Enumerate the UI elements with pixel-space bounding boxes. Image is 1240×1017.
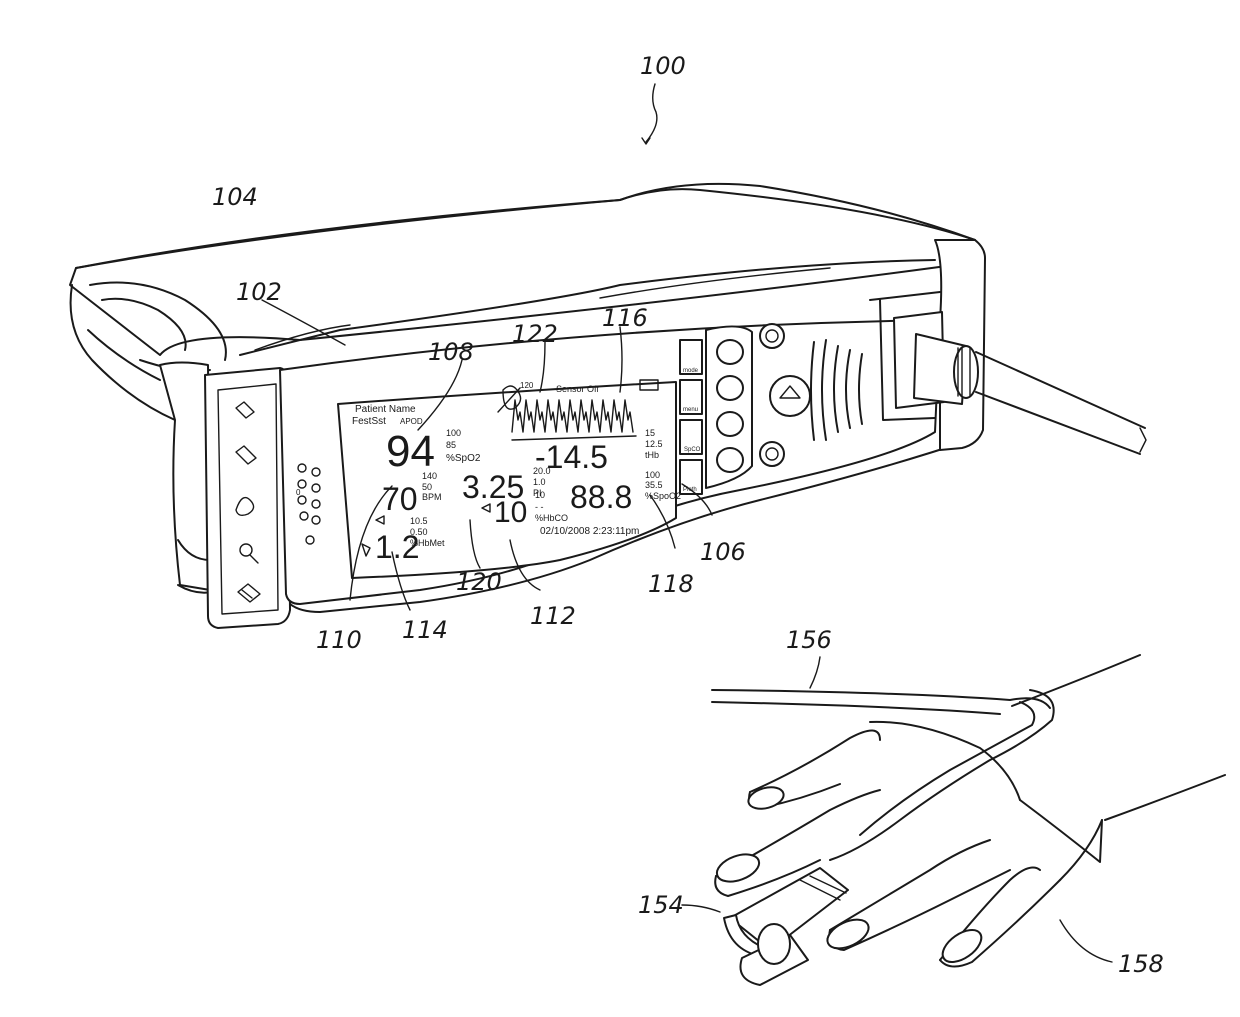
patient-name: FestSst: [352, 416, 386, 427]
pr-high: 140: [422, 471, 437, 481]
hb-low: 12.5: [645, 439, 663, 449]
ref-158: 158: [1118, 950, 1164, 978]
date-time: 02/10/2008 2:23:11pm: [540, 526, 639, 537]
soft-key-spco-label: SpCO: [684, 447, 701, 453]
spo2-unit: %SpO2: [446, 453, 481, 464]
home-button[interactable]: [760, 324, 784, 348]
pi-low: 1.0: [533, 477, 546, 487]
pr-value: 70: [382, 481, 418, 517]
ref-114: 114: [402, 616, 448, 644]
ref-156: 156: [786, 626, 832, 654]
hbmet-unit: %HbMet: [410, 538, 445, 548]
ref-110: 110: [316, 626, 362, 654]
sensor-status: Sensor Off: [556, 384, 599, 394]
pleth-scale: 120: [520, 381, 534, 390]
low-left-digit: 0: [296, 488, 301, 497]
hbco-low: - -: [535, 502, 544, 512]
power-button[interactable]: [760, 442, 784, 466]
alarm-silence-button[interactable]: [770, 376, 810, 416]
spoc-value: 88.8: [570, 479, 632, 515]
ref-104: 104: [212, 183, 258, 211]
spoc-low: 35.5: [645, 480, 663, 490]
spoc-high: 100: [645, 470, 660, 480]
hb-high: 15: [645, 428, 655, 438]
control-button[interactable]: [717, 412, 743, 436]
hbmet-high: 10.5: [410, 516, 428, 526]
hbco-unit: %HbCO: [535, 513, 568, 523]
spo2-value: 94: [386, 427, 435, 476]
soft-key-mode-label: mode: [683, 368, 699, 374]
control-button[interactable]: [717, 448, 743, 472]
hbmet-low: 0.50: [410, 527, 428, 537]
pr-low: 50: [422, 482, 432, 492]
spo2-low: 85: [446, 440, 456, 450]
hand-with-sensor: [712, 655, 1225, 985]
ref-122: 122: [512, 320, 558, 348]
hbco-value: 10: [494, 496, 527, 529]
ref-100: 100: [640, 52, 686, 80]
hb-unit: tHb: [645, 450, 659, 460]
ref-154: 154: [638, 891, 684, 919]
ref-108: 108: [428, 338, 474, 366]
pi-high: 20.0: [533, 466, 551, 476]
control-button[interactable]: [717, 340, 743, 364]
hbco-high: 10: [535, 490, 545, 500]
ref-106: 106: [700, 538, 746, 566]
pr-unit: BPM: [422, 492, 442, 502]
ref-112: 112: [530, 602, 576, 630]
control-button[interactable]: [717, 376, 743, 400]
ref-120: 120: [456, 568, 502, 596]
ref-116: 116: [602, 304, 648, 332]
spo2-high: 100: [446, 428, 461, 438]
mode-label: APOD: [400, 417, 423, 426]
soft-key-menu-label: menu: [683, 407, 698, 413]
patient-label: Patient Name: [355, 404, 416, 415]
ref-102: 102: [236, 278, 282, 306]
ref-118: 118: [648, 570, 694, 598]
